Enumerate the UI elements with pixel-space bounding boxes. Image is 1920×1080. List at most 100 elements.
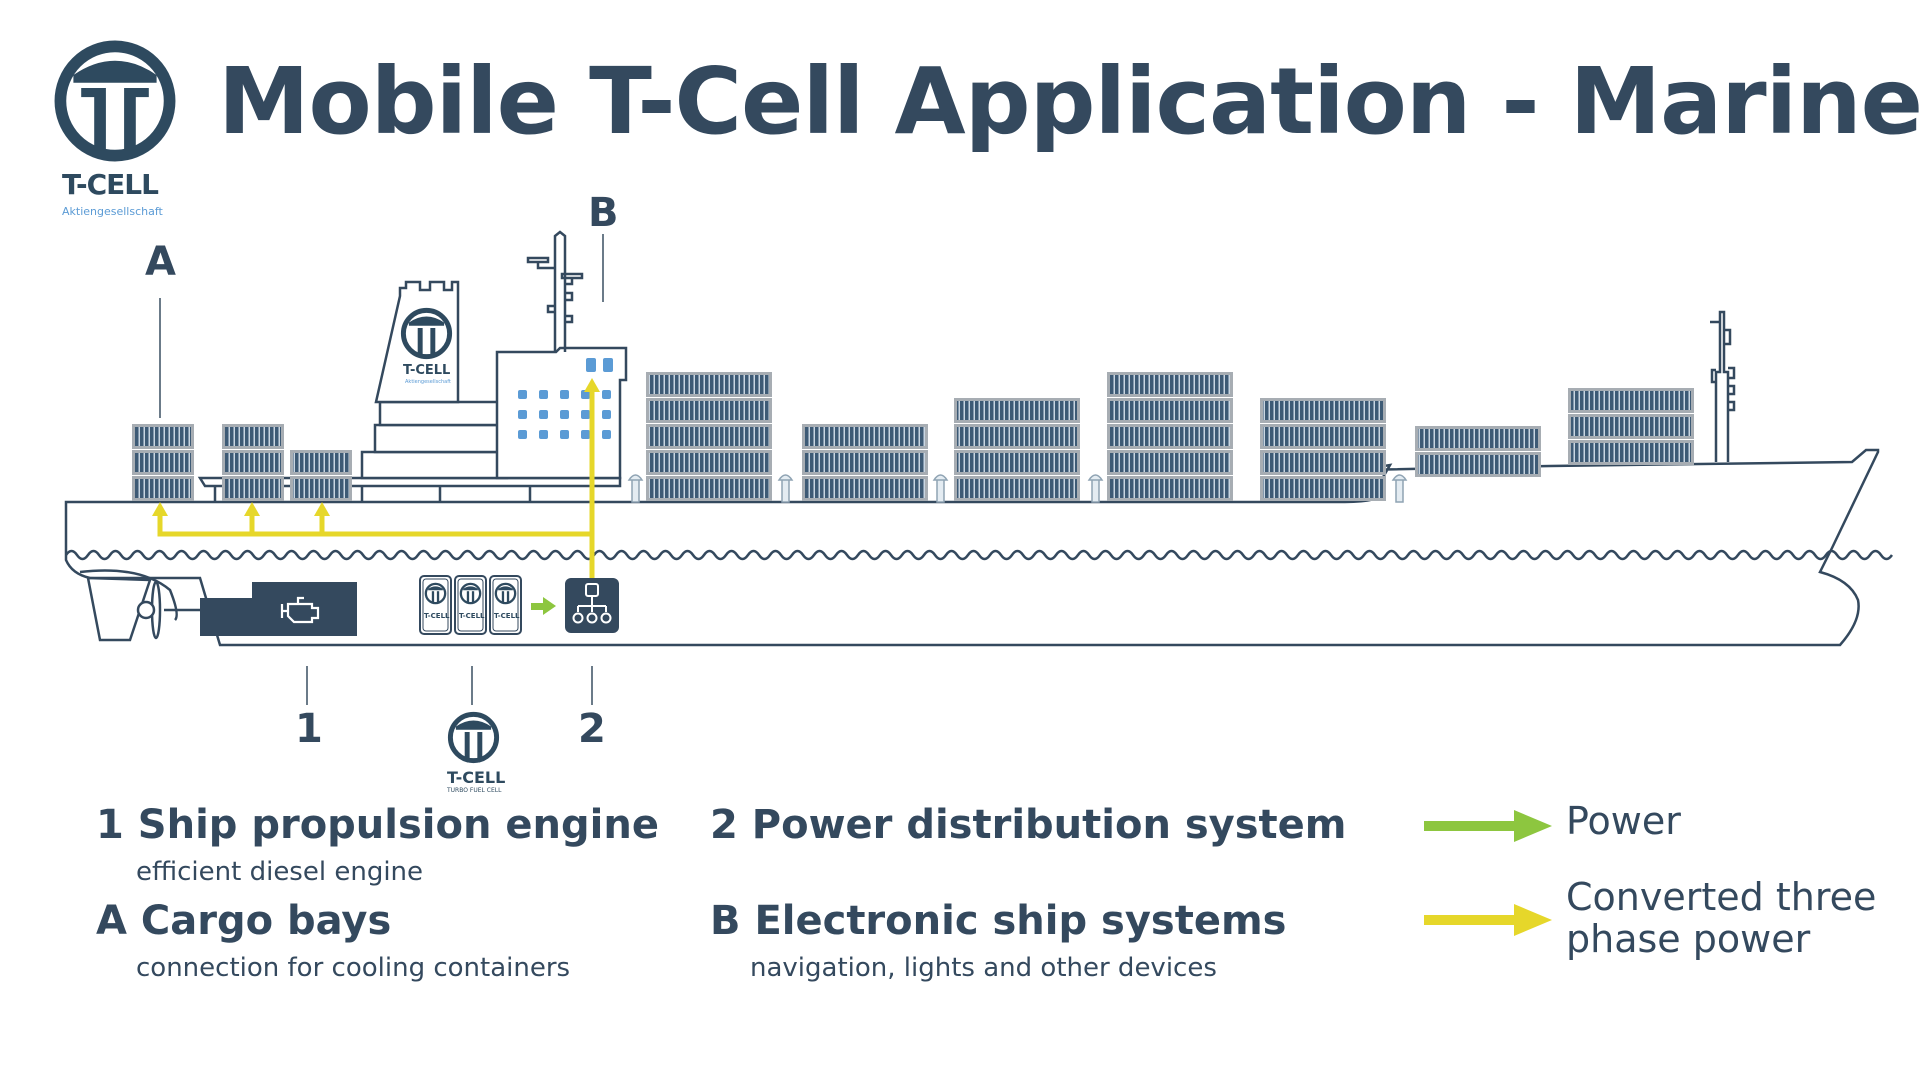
container-doors xyxy=(649,427,769,446)
bridge-window xyxy=(539,430,548,439)
container-doors xyxy=(1571,443,1691,462)
stern-shell xyxy=(79,569,178,621)
converted-power-arrow-key-icon xyxy=(1424,904,1552,936)
bridge-window xyxy=(539,390,548,399)
radar-mast xyxy=(526,230,584,352)
logo-wordmark: T-CELL xyxy=(62,168,159,201)
container-doors xyxy=(957,479,1077,498)
container-doors xyxy=(293,479,349,498)
engine-icon xyxy=(280,596,320,624)
converted-power-arrow-label: Converted three phase power xyxy=(1566,875,1877,961)
power-distribution-box xyxy=(565,578,619,633)
fuel-cell-wordmark: T-CELL xyxy=(494,612,520,620)
fuel-cell-unit: T-CELL xyxy=(419,575,452,635)
funnel-logo-icon xyxy=(400,307,453,360)
container-doors xyxy=(1110,401,1230,420)
turbo-fuel-cell-wordmark: T-CELL xyxy=(447,768,505,787)
fuel-cell-wordmark: T-CELL xyxy=(424,612,450,620)
propulsion-engine xyxy=(200,582,357,636)
fuel-cell-unit: T-CELL xyxy=(454,575,487,635)
logo-subtitle: Aktiengesellschaft xyxy=(62,205,163,218)
container-doors xyxy=(649,375,769,394)
legend-item-2-title: 2 Power distribution system xyxy=(710,802,1347,848)
t-cell-logo-icon xyxy=(54,40,176,162)
t-cell-logo-icon xyxy=(424,582,447,605)
deck-vent-cap xyxy=(777,474,794,481)
legend-item-a-title: A Cargo bays xyxy=(96,898,392,944)
bridge-window xyxy=(581,430,590,439)
container-doors xyxy=(1571,417,1691,436)
deck-vent-cap xyxy=(627,474,644,481)
legend-item-b-subtitle: navigation, lights and other devices xyxy=(750,953,1217,983)
bridge-window xyxy=(518,430,527,439)
company-logo xyxy=(50,36,180,166)
converted-power-arrowheads xyxy=(152,378,600,516)
rudder xyxy=(86,576,152,642)
network-hierarchy-icon xyxy=(572,583,612,624)
container-doors xyxy=(1418,455,1538,474)
t-cell-logo-icon xyxy=(459,582,482,605)
accommodation-block xyxy=(360,400,509,480)
bridge-window xyxy=(602,430,611,439)
bridge-window xyxy=(602,390,611,399)
container-doors xyxy=(293,453,349,472)
funnel-logo-wordmark: T-CELL xyxy=(403,363,450,378)
page-title: Mobile T-Cell Application - Marine xyxy=(218,48,1920,155)
container-doors xyxy=(805,453,925,472)
power-arrow-key-icon xyxy=(1424,810,1552,842)
bridge-window xyxy=(602,410,611,419)
t-cell-logo-icon xyxy=(494,582,517,605)
deck-vent xyxy=(1091,477,1100,503)
deck-vent xyxy=(936,477,945,503)
container-doors xyxy=(1263,401,1383,420)
bridge-window xyxy=(560,430,569,439)
bridge-window xyxy=(560,390,569,399)
bridge-window xyxy=(586,358,596,372)
deck-vent xyxy=(1395,477,1404,503)
container-doors xyxy=(805,427,925,446)
container-doors xyxy=(1110,375,1230,394)
power-arrow-label: Power xyxy=(1566,799,1681,843)
marker-1: 1 xyxy=(295,706,323,752)
container-doors xyxy=(1263,479,1383,498)
legend-item-1-subtitle: efficient diesel engine xyxy=(136,857,424,887)
deck-vent-cap xyxy=(932,474,949,481)
deck-vent xyxy=(781,477,790,503)
container-doors xyxy=(1110,427,1230,446)
container-doors xyxy=(805,479,925,498)
container-doors xyxy=(649,479,769,498)
container-doors xyxy=(225,479,281,498)
fore-mast xyxy=(1710,310,1736,462)
fuel-cell-units: T-CELL T-CELL T-CELL xyxy=(419,575,522,635)
propeller-icon xyxy=(136,580,200,640)
container-stacks xyxy=(132,372,1694,501)
container-doors xyxy=(957,401,1077,420)
container-doors xyxy=(1110,479,1230,498)
container-doors xyxy=(957,427,1077,446)
bridge-window xyxy=(518,390,527,399)
container-doors xyxy=(1571,391,1691,410)
container-doors xyxy=(1263,453,1383,472)
marker-b: B xyxy=(588,190,619,236)
deck-vent xyxy=(631,477,640,503)
container-doors xyxy=(649,401,769,420)
marker-a: A xyxy=(145,239,176,285)
converted-power-lines xyxy=(157,392,595,578)
bridge-window xyxy=(560,410,569,419)
bridge-window xyxy=(581,390,590,399)
deck-vent-cap xyxy=(1087,474,1104,481)
deck-vents xyxy=(627,474,1408,503)
legend-item-a-subtitle: connection for cooling containers xyxy=(136,953,571,983)
bridge-window xyxy=(603,358,613,372)
container-doors xyxy=(135,453,191,472)
funnel-logo-subtitle: Aktiengesellschaft xyxy=(405,379,451,385)
container-doors xyxy=(957,453,1077,472)
container-doors xyxy=(135,427,191,446)
fuel-cell-wordmark: T-CELL xyxy=(459,612,485,620)
bridge-windows xyxy=(518,358,613,439)
fuel-cell-unit: T-CELL xyxy=(489,575,522,635)
leader-lines xyxy=(159,234,604,705)
container-doors xyxy=(225,427,281,446)
turbo-fuel-cell-logo-icon xyxy=(447,711,500,764)
